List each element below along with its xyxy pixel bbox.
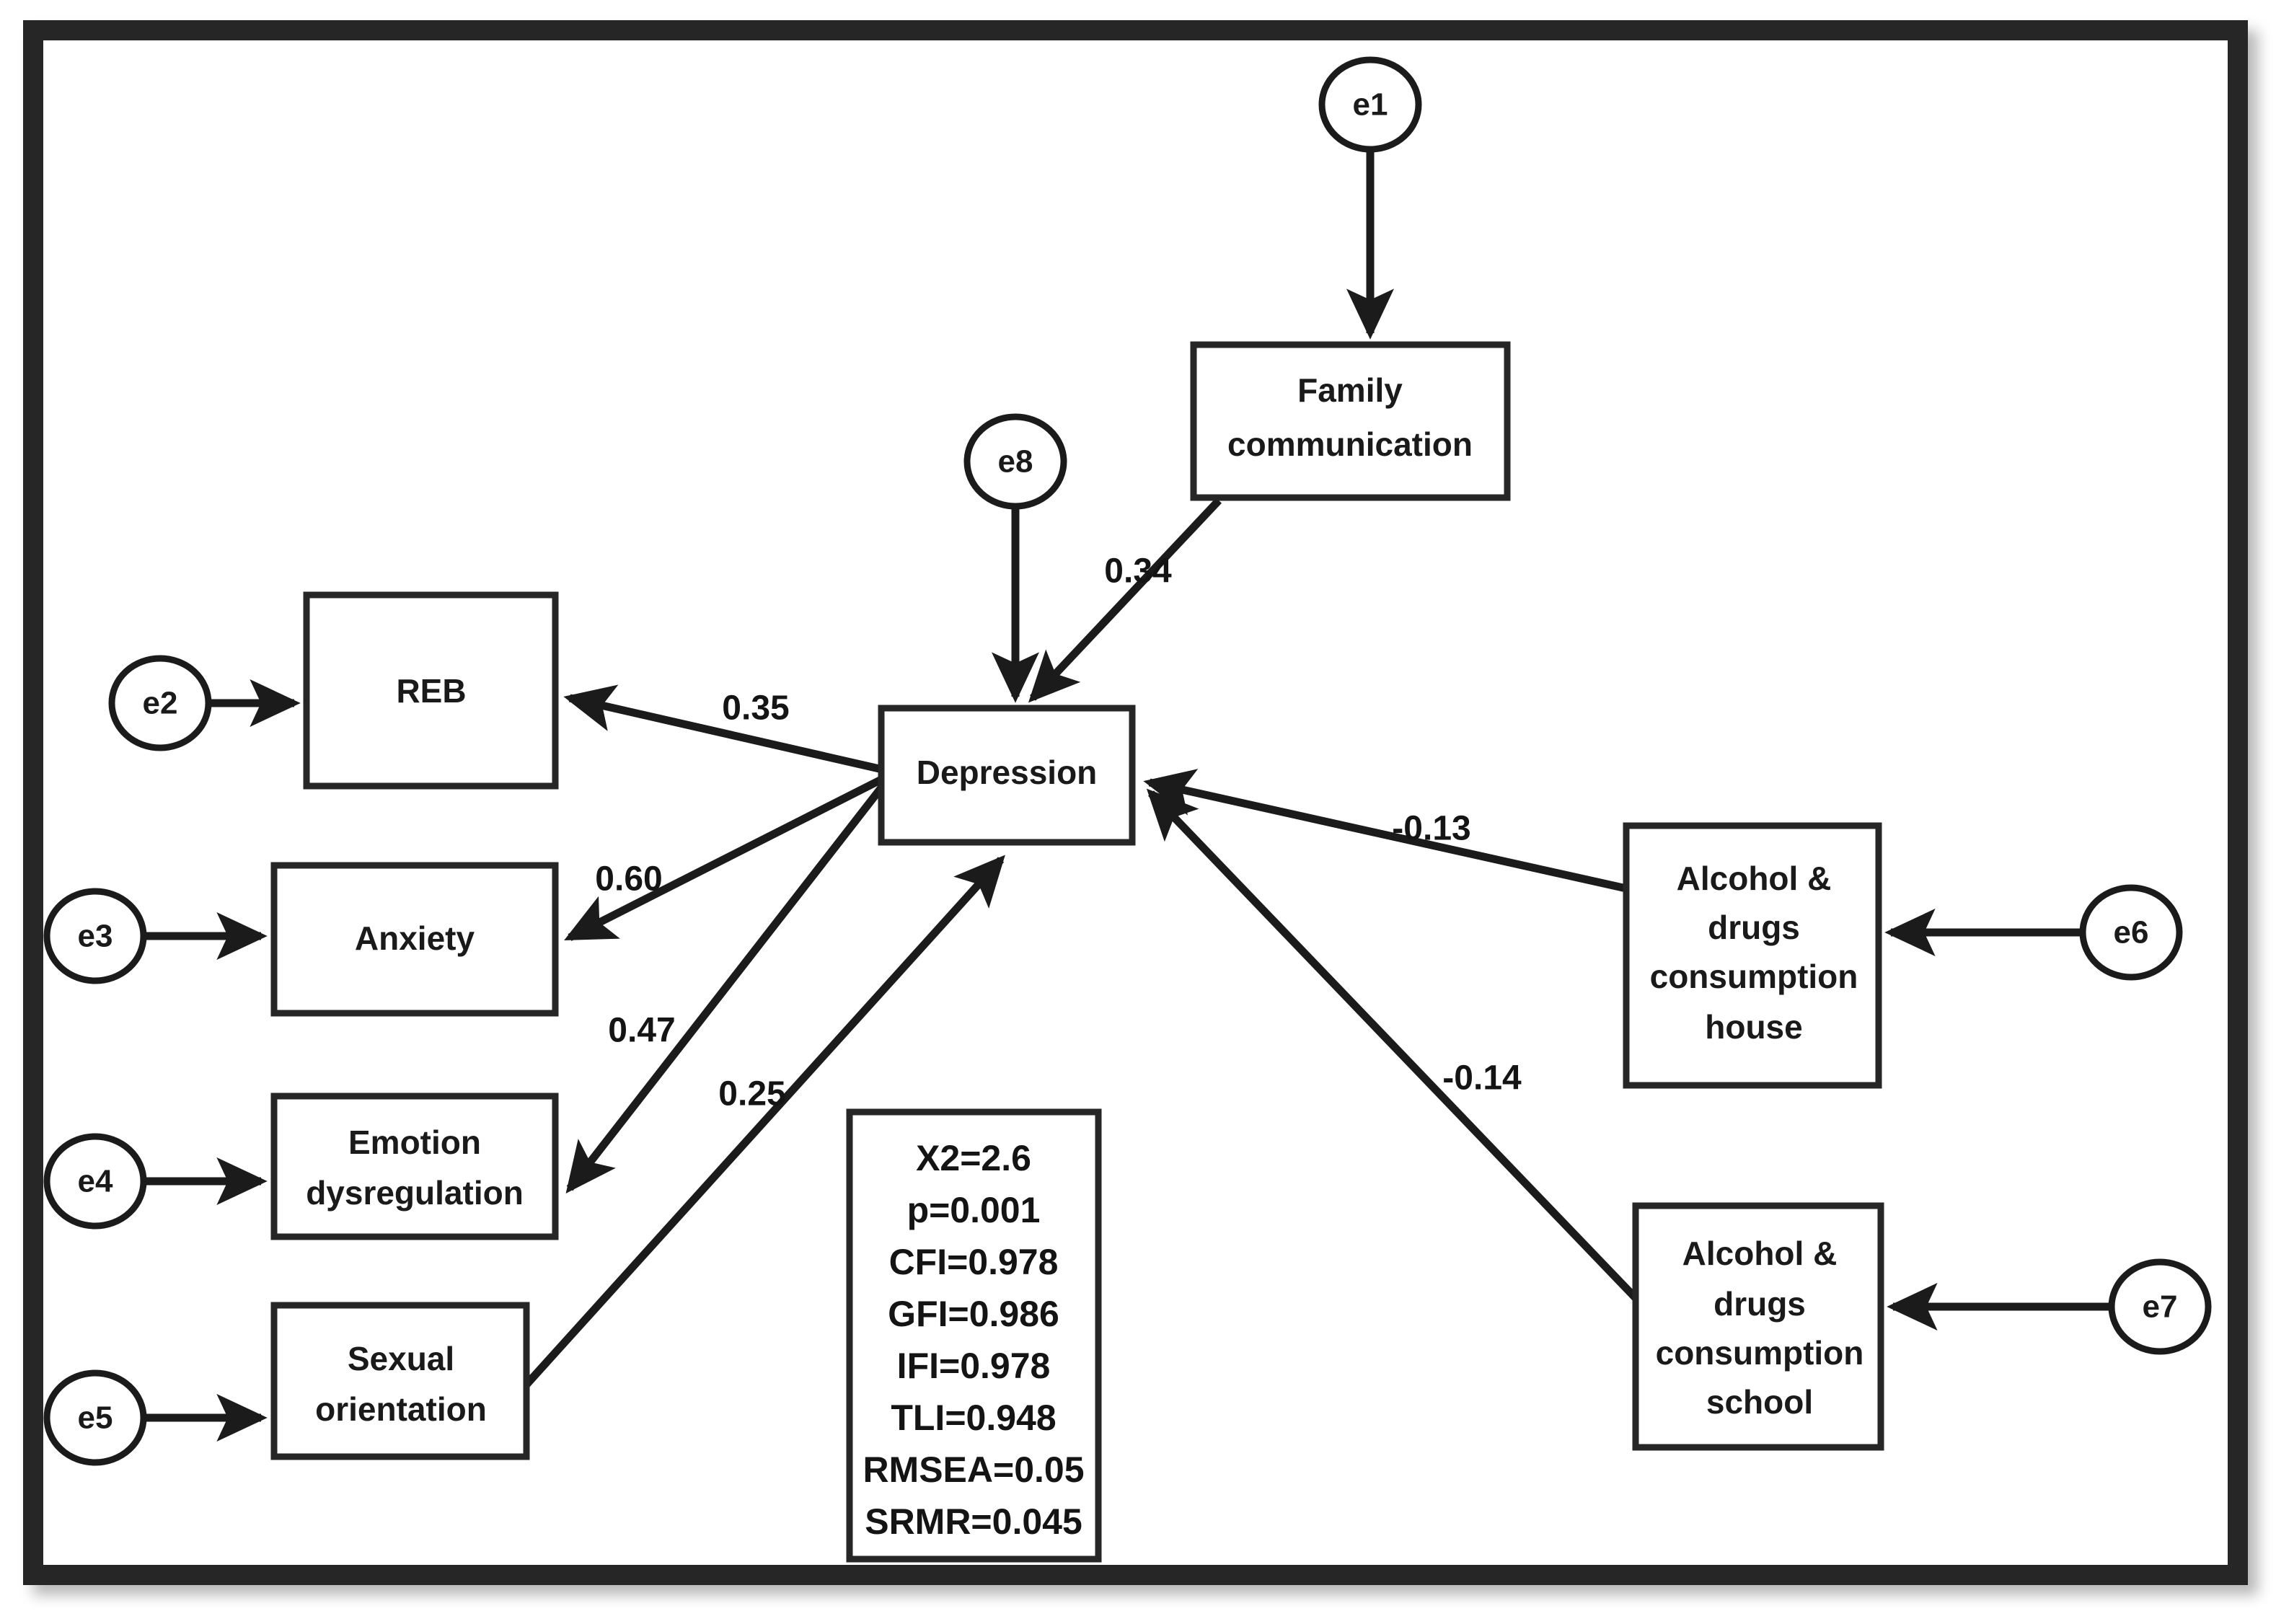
fit-index-rmsea: RMSEA=0.05 [863, 1449, 1084, 1490]
node-anxiety[interactable]: Anxiety [270, 862, 559, 1017]
node-e5-label: e5 [78, 1400, 113, 1436]
node-alcohol-drugs-school-label-line3: consumption [1656, 1334, 1864, 1372]
coefficient-depression-anxiety: 0.60 [595, 860, 662, 899]
node-e7-label: e7 [2143, 1289, 2178, 1325]
error-nodes: e1 e2 e3 e4 e5 e6 [43, 56, 2212, 1466]
node-e1[interactable]: e1 [1318, 56, 1422, 153]
coefficient-family-communication-depression: 0.34 [1104, 552, 1172, 591]
fit-index-gfi: GFI=0.986 [888, 1294, 1059, 1334]
node-e2[interactable]: e2 [108, 655, 212, 751]
coefficient-depression-reb: 0.35 [722, 689, 789, 728]
path-alcohol-drugs-house-to-depression [1143, 769, 1628, 893]
node-alcohol-drugs-school-label-line4: school [1706, 1383, 1813, 1421]
node-emotion-dysregulation-label-line2: dysregulation [306, 1174, 524, 1212]
node-boxes: Family communication Depression REB Anxi… [270, 341, 1884, 1460]
path-depression-to-emotion-dysregulation [565, 777, 891, 1193]
node-family-communication[interactable]: Family communication [1190, 341, 1511, 501]
coefficient-labels: 0.34 0.35 0.60 0.47 0.25 -0.13 -0.14 [595, 552, 1522, 1113]
path-family-communication-to-depression [1028, 498, 1222, 703]
node-alcohol-drugs-house-label-line3: consumption [1650, 958, 1858, 995]
path-depression-to-anxiety [564, 774, 888, 941]
node-sexual-orientation-label-line1: Sexual [348, 1340, 454, 1377]
node-e2-label: e2 [143, 686, 178, 721]
node-e8[interactable]: e8 [963, 413, 1067, 510]
node-anxiety-label: Anxiety [355, 919, 475, 957]
node-emotion-dysregulation-label-line1: Emotion [348, 1124, 481, 1161]
node-e4[interactable]: e4 [43, 1133, 147, 1230]
node-alcohol-drugs-house[interactable]: Alcohol & drugs consumption house [1623, 822, 1882, 1089]
node-sexual-orientation-label-line2: orientation [315, 1390, 487, 1428]
error-paths [144, 150, 2112, 1442]
node-alcohol-drugs-house-label-line4: house [1705, 1008, 1802, 1046]
node-alcohol-drugs-school[interactable]: Alcohol & drugs consumption school [1632, 1202, 1884, 1451]
node-family-communication-label-line1: Family [1297, 371, 1403, 409]
node-depression-label: Depression [917, 754, 1098, 791]
coefficient-sexual-orientation-depression: 0.25 [718, 1075, 785, 1113]
fit-indices-box: X2=2.6 p=0.001 CFI=0.978 GFI=0.986 IFI=0… [846, 1108, 1102, 1563]
fit-index-tli: TLI=0.948 [891, 1398, 1056, 1438]
node-emotion-dysregulation[interactable]: Emotion dysregulation [270, 1093, 559, 1240]
node-reb[interactable]: REB [303, 591, 559, 790]
node-sexual-orientation[interactable]: Sexual orientation [270, 1302, 530, 1460]
node-family-communication-label-line2: communication [1227, 425, 1473, 463]
fit-index-srmr: SRMR=0.045 [865, 1501, 1082, 1542]
path-depression-to-reb [563, 684, 887, 775]
fit-index-chi-square: X2=2.6 [916, 1138, 1031, 1178]
node-e8-label: e8 [998, 444, 1033, 480]
node-e3[interactable]: e3 [43, 888, 147, 984]
node-e7[interactable]: e7 [2108, 1258, 2212, 1355]
path-alcohol-drugs-school-to-depression [1146, 788, 1638, 1301]
coefficient-depression-emotion-dysregulation: 0.47 [608, 1012, 675, 1050]
node-e6-label: e6 [2114, 915, 2149, 950]
node-alcohol-drugs-house-label-line1: Alcohol & [1677, 860, 1832, 897]
node-alcohol-drugs-school-label-line2: drugs [1713, 1285, 1806, 1323]
node-e1-label: e1 [1353, 87, 1388, 123]
node-depression[interactable]: Depression [878, 705, 1136, 846]
node-e6[interactable]: e6 [2079, 884, 2183, 981]
fit-index-p-value: p=0.001 [907, 1190, 1041, 1230]
node-alcohol-drugs-school-label-line1: Alcohol & [1682, 1235, 1838, 1272]
node-e3-label: e3 [78, 919, 113, 954]
node-reb-label: REB [396, 672, 466, 710]
path-sexual-orientation-to-depression [523, 855, 1005, 1387]
node-alcohol-drugs-house-label-line2: drugs [1708, 909, 1800, 946]
fit-index-ifi: IFI=0.978 [897, 1346, 1051, 1386]
coefficient-alcohol-drugs-school-depression: -0.14 [1442, 1059, 1522, 1098]
node-e4-label: e4 [78, 1164, 113, 1199]
coefficient-alcohol-drugs-house-depression: -0.13 [1392, 810, 1470, 848]
structural-paths [523, 498, 1638, 1387]
fit-index-cfi: CFI=0.978 [889, 1242, 1059, 1282]
node-e5[interactable]: e5 [43, 1369, 147, 1466]
